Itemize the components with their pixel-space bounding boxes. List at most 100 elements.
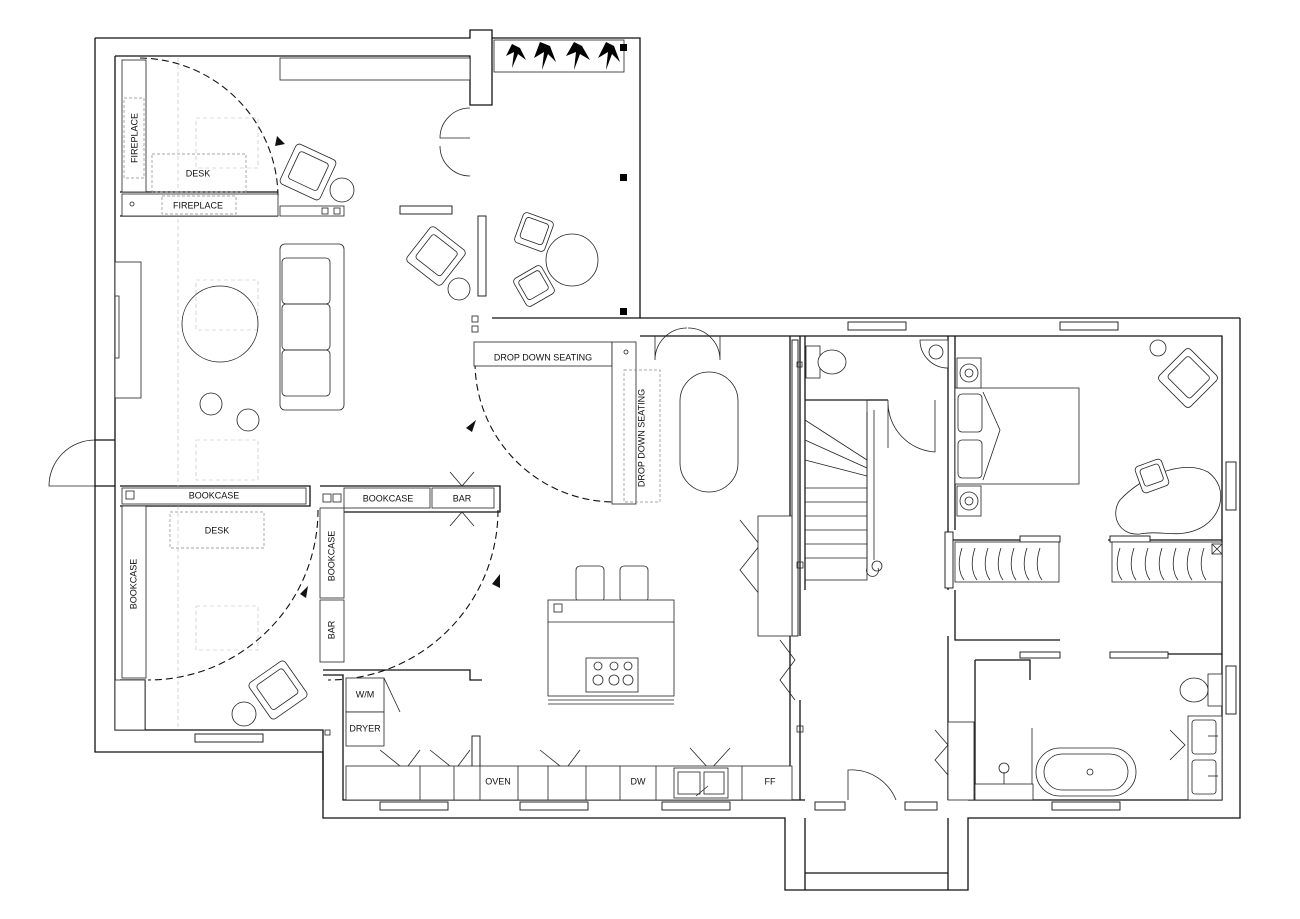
lamp-icon xyxy=(964,496,974,506)
fireplace-bench xyxy=(121,193,279,217)
side-table xyxy=(1149,339,1167,357)
armchair xyxy=(248,660,308,720)
post xyxy=(620,174,627,181)
bedside-table xyxy=(956,485,982,517)
exterior-walls xyxy=(94,29,1241,891)
newel-post xyxy=(871,560,883,572)
post xyxy=(620,308,627,315)
wardrobe xyxy=(954,541,1060,583)
window xyxy=(661,801,731,811)
socket xyxy=(129,201,135,207)
outlet xyxy=(321,207,329,215)
window xyxy=(791,339,799,637)
desk-label: DESK xyxy=(186,168,211,178)
seating-extended xyxy=(623,369,661,503)
chair xyxy=(514,212,554,252)
console xyxy=(279,205,345,217)
post xyxy=(620,44,627,51)
window xyxy=(1051,801,1121,811)
planter xyxy=(493,39,625,73)
dryer-label: DRYER xyxy=(349,723,381,733)
fridge-freezer-label: FF xyxy=(765,776,776,786)
armchair xyxy=(279,143,337,201)
post xyxy=(796,725,804,733)
plant-icon xyxy=(598,42,620,70)
kitchen-dining: DROP DOWN SEATING DROP DOWN SEATING W/M xyxy=(345,341,793,801)
pillow xyxy=(957,393,983,433)
side-table xyxy=(447,277,471,301)
lamp-icon xyxy=(964,368,974,378)
lamp-icon xyxy=(959,491,979,511)
bookcase-mid xyxy=(319,507,345,599)
outlet xyxy=(333,207,341,215)
bookcase-label-vertical: BOOKCASE xyxy=(326,531,336,582)
desk xyxy=(169,511,265,549)
kitchen-island xyxy=(547,565,675,705)
bedside-table xyxy=(956,357,982,389)
vanity xyxy=(1187,715,1223,801)
fireplace-unit xyxy=(121,59,147,193)
window xyxy=(1225,461,1237,511)
dryer xyxy=(345,711,385,747)
wardrobe xyxy=(1111,541,1223,583)
window xyxy=(194,733,264,743)
bar-stool xyxy=(575,565,605,603)
pivot-arrow xyxy=(492,574,500,588)
armchair xyxy=(1158,348,1218,408)
bistro-table xyxy=(545,233,599,287)
terrace xyxy=(471,39,627,333)
bookcase-label: BOOKCASE xyxy=(363,493,414,503)
fireplace-hearth xyxy=(123,97,145,179)
desk-label: DESK xyxy=(205,525,230,535)
drop-down-seating xyxy=(473,341,613,367)
post xyxy=(324,729,331,736)
socket xyxy=(623,349,629,355)
lamp-icon xyxy=(959,363,979,383)
drop-down-seating-side xyxy=(611,341,637,505)
bar-label-vertical: BAR xyxy=(326,620,336,639)
shower-head-icon xyxy=(998,762,1010,774)
hidden-lines xyxy=(177,58,259,730)
plant-icon xyxy=(566,42,590,70)
bookcase-top-right xyxy=(343,487,431,509)
post xyxy=(796,361,803,368)
pivot-arrow xyxy=(466,420,476,432)
window xyxy=(1109,535,1151,543)
staircase xyxy=(796,399,883,733)
fireplace-label-vertical: FIREPLACE xyxy=(129,113,139,163)
bookcase-left xyxy=(121,505,147,679)
window xyxy=(1019,651,1061,659)
pivot-arrow xyxy=(300,586,308,598)
pillow xyxy=(957,439,983,479)
living-room xyxy=(114,226,471,432)
study-room: FIREPLACE DESK FIREPLACE xyxy=(121,57,471,217)
bookcase-top xyxy=(121,487,307,505)
chair xyxy=(513,265,555,307)
wc-room xyxy=(805,339,949,379)
stool xyxy=(236,408,260,432)
desk-chair xyxy=(1134,458,1170,494)
pivot-walls xyxy=(139,57,616,681)
oven-label: OVEN xyxy=(485,776,511,786)
window xyxy=(904,801,938,811)
window xyxy=(1225,665,1237,715)
desk xyxy=(151,153,247,193)
stair-treads xyxy=(804,419,868,559)
outlet xyxy=(125,490,135,500)
dishwasher-label: DW xyxy=(631,776,646,786)
armchair xyxy=(406,226,466,286)
bedroom xyxy=(954,339,1223,583)
bookcase-label-vertical: BOOKCASE xyxy=(128,559,138,610)
plant-icon xyxy=(506,44,526,68)
post xyxy=(471,315,479,323)
coffee-table xyxy=(181,285,259,363)
plant-icon xyxy=(534,42,556,70)
tv xyxy=(114,295,120,359)
stool xyxy=(199,392,223,416)
sink xyxy=(673,767,729,799)
bar-stool xyxy=(619,565,649,603)
post xyxy=(796,561,804,569)
curved-desk xyxy=(1115,467,1222,535)
window xyxy=(519,801,589,811)
washing-machine-label: W/M xyxy=(356,689,375,699)
